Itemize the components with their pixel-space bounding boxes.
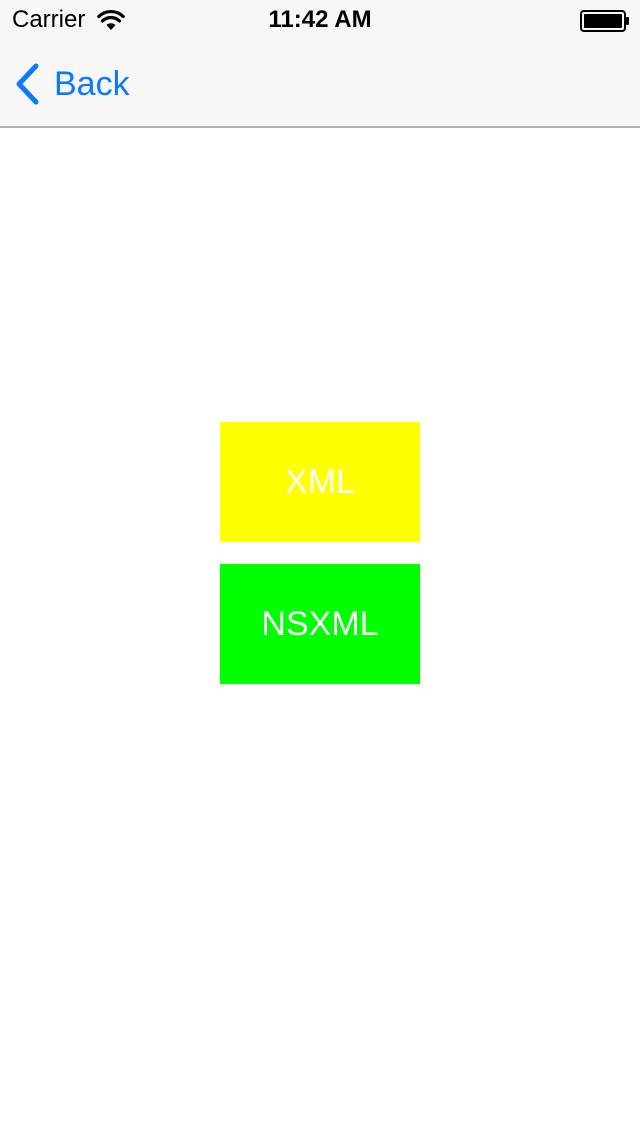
top-bar: Carrier 11:42 AM Back bbox=[0, 0, 640, 128]
navigation-bar: Back bbox=[0, 40, 640, 128]
nsxml-button[interactable]: NSXML bbox=[220, 564, 420, 684]
status-bar: Carrier 11:42 AM bbox=[0, 0, 640, 40]
nsxml-button-label: NSXML bbox=[261, 604, 379, 643]
xml-button-label: XML bbox=[285, 462, 355, 501]
wifi-icon bbox=[97, 9, 125, 30]
xml-button[interactable]: XML bbox=[220, 422, 420, 542]
back-button[interactable]: Back bbox=[14, 62, 130, 106]
battery-icon bbox=[580, 10, 629, 32]
status-time: 11:42 AM bbox=[268, 6, 372, 33]
carrier-label: Carrier bbox=[12, 6, 86, 33]
back-button-label: Back bbox=[54, 65, 130, 103]
chevron-left-icon bbox=[16, 63, 39, 105]
